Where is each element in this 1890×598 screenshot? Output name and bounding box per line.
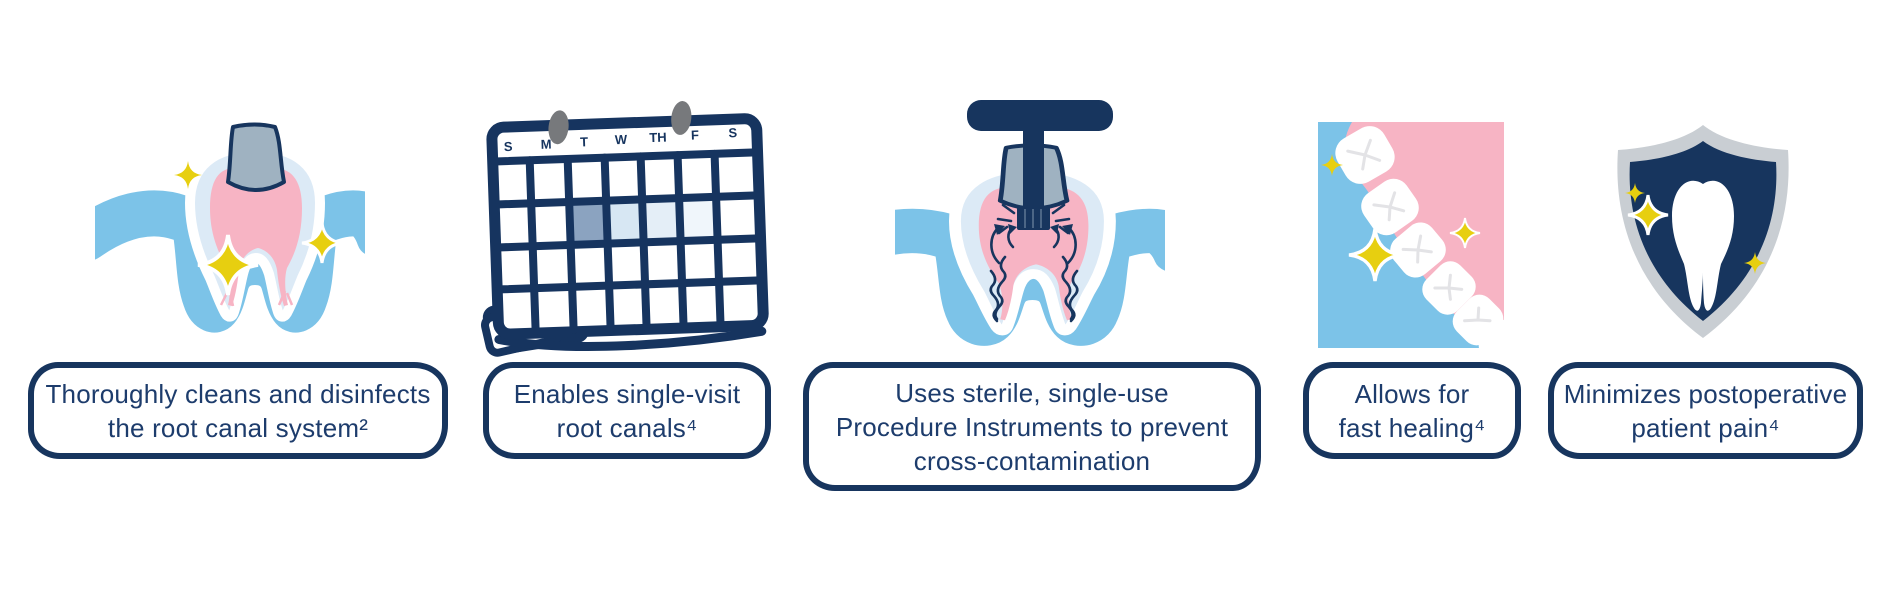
- svg-text:T: T: [580, 134, 589, 149]
- caption-fast-healing: Allows for fast healing⁴: [1303, 362, 1521, 459]
- caption-clean-disinfect: Thoroughly cleans and disinfects the roo…: [28, 362, 448, 459]
- svg-text:W: W: [615, 132, 629, 147]
- caption-line: Enables single-visit: [513, 378, 741, 409]
- caption-line: Allows for: [1354, 378, 1470, 409]
- svg-text:TH: TH: [649, 129, 667, 145]
- calendar-weekday-labels: S M T W TH F S: [504, 125, 738, 154]
- caption-line: patient pain⁴: [1631, 412, 1780, 443]
- caption-line: Thoroughly cleans and disinfects: [45, 378, 431, 409]
- svg-text:M: M: [540, 137, 551, 152]
- endo-handpiece-icon: [967, 100, 1113, 230]
- caption-line: Minimizes postoperative: [1563, 378, 1848, 409]
- tooth-silhouette: [1672, 180, 1734, 311]
- caption-line: root canals⁴: [556, 412, 698, 443]
- svg-text:S: S: [728, 125, 738, 140]
- caption-single-visit: Enables single-visit root canals⁴: [483, 362, 771, 459]
- tooth-instrument-irrigation-icon: [895, 100, 1165, 346]
- arrowheads: [994, 224, 1073, 235]
- svg-text:S: S: [504, 139, 514, 154]
- teeth-gums-sparkles-icon: [1318, 122, 1504, 348]
- caption-line: fast healing⁴: [1338, 412, 1486, 443]
- molar-teeth: [1335, 126, 1504, 348]
- caption-line: Uses sterile, single-use: [895, 377, 1169, 408]
- irrigation-arrows: [989, 203, 1079, 323]
- svg-text:F: F: [691, 127, 700, 142]
- caption-line: cross-contamination: [913, 445, 1151, 476]
- tooth-cross-section-sparkles-icon: [95, 122, 365, 333]
- caption-line: Procedure Instruments to prevent: [835, 411, 1229, 442]
- shield-tooth-icon: [1617, 125, 1789, 338]
- calendar-icon: S M T W TH F S: [481, 101, 769, 357]
- caption-sterile-instruments: Uses sterile, single-use Procedure Instr…: [803, 362, 1261, 491]
- caption-postop-pain: Minimizes postoperative patient pain⁴: [1548, 362, 1863, 459]
- calendar-pin-icon: [548, 101, 692, 145]
- caption-line: the root canal system²: [107, 412, 369, 443]
